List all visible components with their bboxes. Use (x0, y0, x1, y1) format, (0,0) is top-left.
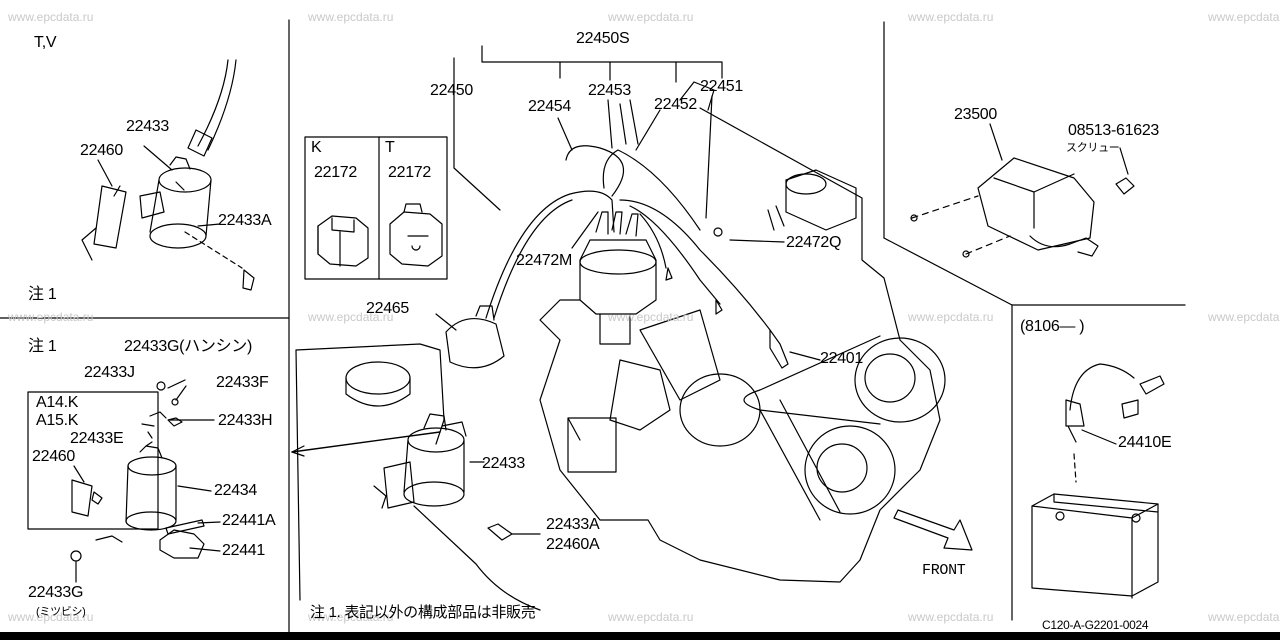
engine-drawing (291, 45, 973, 611)
module-drawing (910, 123, 1135, 258)
model-a14k: A14.K (36, 394, 79, 411)
watermark-5: www.epcdata.ru (1208, 10, 1280, 24)
part-08513-61623[interactable]: 08513-61623 (1068, 122, 1160, 139)
part-22172-t[interactable]: 22172 (388, 164, 431, 181)
part-22433g-hanshin[interactable]: 22433G(ハンシン) (124, 338, 252, 355)
watermark-15: www.epcdata.ru (1208, 610, 1280, 624)
coil-tl-drawing (81, 59, 255, 291)
coil-ml-drawing (70, 379, 221, 583)
part-22433-tl[interactable]: 22433 (126, 118, 169, 135)
part-22433e[interactable]: 22433E (70, 430, 124, 447)
model-a15k: A15.K (36, 412, 79, 429)
bottom-band (0, 632, 1280, 640)
part-22401[interactable]: 22401 (820, 350, 863, 367)
part-22433f[interactable]: 22433F (216, 374, 269, 391)
note-1-ml: 注 1 (28, 338, 57, 355)
part-22452[interactable]: 22452 (654, 96, 697, 113)
part-22441a[interactable]: 22441A (222, 512, 276, 529)
rotor-k-drawing (317, 215, 369, 267)
part-22433a-main[interactable]: 22433A (546, 516, 600, 533)
divider-right-horizontal (883, 237, 1013, 306)
watermark-8: www.epcdata.ru (608, 310, 694, 324)
part-22433-main[interactable]: 22433 (482, 455, 525, 472)
watermark-6: www.epcdata.ru (8, 310, 94, 324)
rotor-tag-k: K (311, 139, 322, 156)
watermark-12: www.epcdata.ru (308, 610, 394, 624)
part-22172-k[interactable]: 22172 (314, 164, 357, 181)
watermark-2: www.epcdata.ru (308, 10, 394, 24)
models-inset-box (27, 391, 159, 530)
part-23500[interactable]: 23500 (954, 106, 997, 123)
watermark-1: www.epcdata.ru (8, 10, 94, 24)
front-label: FRONT (922, 562, 966, 579)
rotor-inset-box (304, 136, 448, 280)
part-22434[interactable]: 22434 (214, 482, 257, 499)
part-22472q[interactable]: 22472Q (786, 234, 842, 251)
part-22465[interactable]: 22465 (366, 300, 409, 317)
part-22460-ml[interactable]: 22460 (32, 448, 75, 465)
rotor-t-drawing (389, 203, 443, 267)
part-22433a-tl[interactable]: 22433A (218, 212, 272, 229)
part-22450s[interactable]: 22450S (576, 30, 630, 47)
screw-name: スクリュー (1066, 142, 1120, 154)
watermark-3: www.epcdata.ru (608, 10, 694, 24)
date-range: (8106— ) (1020, 318, 1085, 335)
watermark-10: www.epcdata.ru (1208, 310, 1280, 324)
note-1-tl: 注 1 (28, 286, 57, 303)
part-22433g-sub: (ミツビシ) (36, 606, 86, 618)
rotor-tag-t: T (385, 139, 395, 156)
part-22472m[interactable]: 22472M (516, 252, 573, 269)
part-22453[interactable]: 22453 (588, 82, 631, 99)
variant-tag-tv: T,V (34, 34, 57, 51)
part-22433j[interactable]: 22433J (84, 364, 135, 381)
footnote-not-sold: 注 1. 表記以外の構成部品は非販売 (310, 604, 536, 621)
reservoir-drawing (295, 343, 445, 601)
part-22460a[interactable]: 22460A (546, 536, 600, 553)
part-22441[interactable]: 22441 (222, 542, 265, 559)
watermark-4: www.epcdata.ru (908, 10, 994, 24)
watermark-13: www.epcdata.ru (608, 610, 694, 624)
part-22451[interactable]: 22451 (700, 78, 743, 95)
part-22460-tl[interactable]: 22460 (80, 142, 123, 159)
sensor-battery-drawing (1031, 363, 1165, 599)
watermark-14: www.epcdata.ru (908, 610, 994, 624)
watermark-11: www.epcdata.ru (8, 610, 94, 624)
part-22454[interactable]: 22454 (528, 98, 571, 115)
watermark-9: www.epcdata.ru (908, 310, 994, 324)
watermark-7: www.epcdata.ru (308, 310, 394, 324)
part-24410e[interactable]: 24410E (1118, 434, 1172, 451)
part-22450[interactable]: 22450 (430, 82, 473, 99)
diagram-code: C120-A-G2201-0024 (1042, 618, 1149, 632)
part-22433h[interactable]: 22433H (218, 412, 273, 429)
part-22433g[interactable]: 22433G (28, 584, 84, 601)
